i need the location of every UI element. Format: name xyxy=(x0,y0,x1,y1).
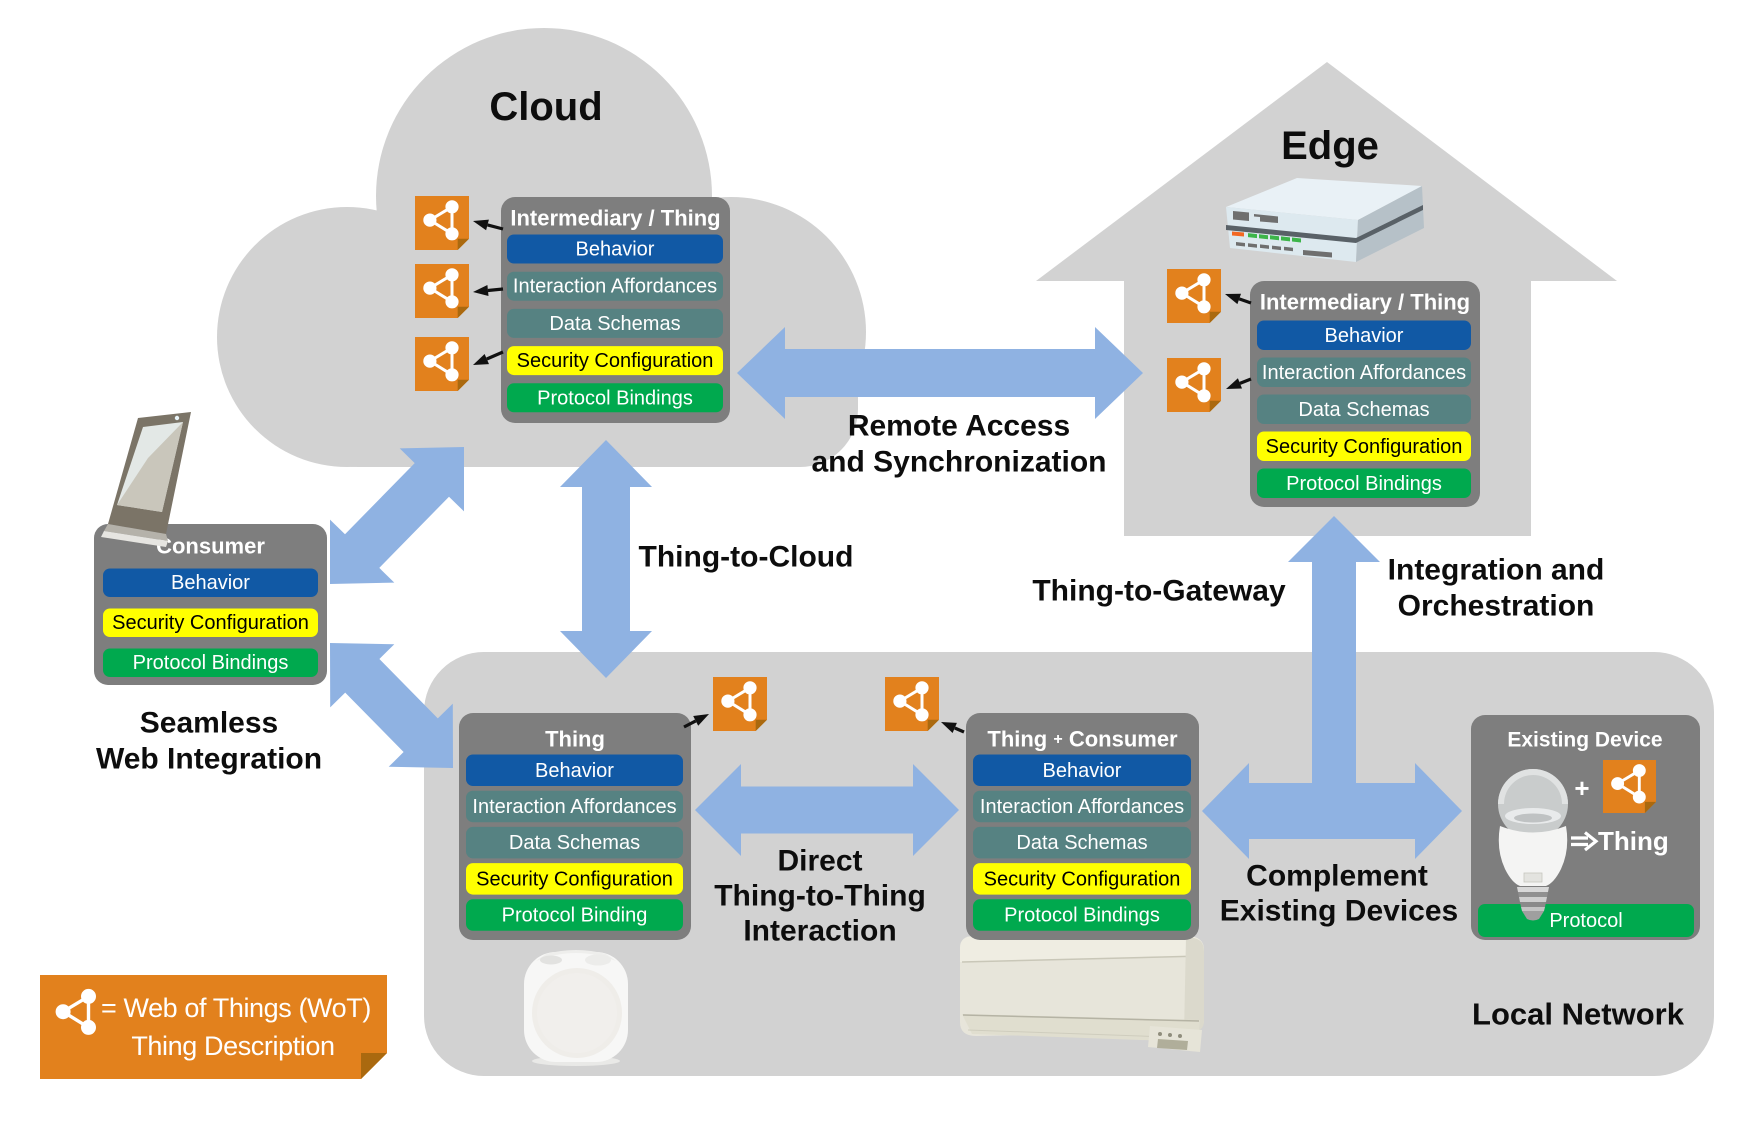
svg-text:Interaction Affordances: Interaction Affordances xyxy=(472,796,676,818)
svg-text:Edge: Edge xyxy=(1281,124,1379,168)
svg-text:+: + xyxy=(1574,773,1589,803)
svg-text:Data Schemas: Data Schemas xyxy=(509,832,640,854)
svg-text:Behavior: Behavior xyxy=(1325,325,1404,347)
svg-text:Security Configuration: Security Configuration xyxy=(984,868,1181,890)
svg-text:Consumer: Consumer xyxy=(156,534,265,559)
svg-text:Web Integration: Web Integration xyxy=(96,743,322,776)
svg-text:Protocol Bindings: Protocol Bindings xyxy=(537,387,693,409)
svg-text:Behavior: Behavior xyxy=(535,760,614,782)
svg-text:Existing Device: Existing Device xyxy=(1507,729,1662,752)
svg-text:Data Schemas: Data Schemas xyxy=(549,313,680,335)
svg-text:Security Configuration: Security Configuration xyxy=(476,868,673,890)
svg-text:Behavior: Behavior xyxy=(1043,760,1122,782)
svg-text:Local Network: Local Network xyxy=(1472,997,1685,1032)
svg-text:Security Configuration: Security Configuration xyxy=(517,350,714,372)
svg-text:Thing-to-Cloud: Thing-to-Cloud xyxy=(639,541,854,574)
svg-text:Thing-to-Gateway: Thing-to-Gateway xyxy=(1032,575,1286,608)
svg-text:Thing: Thing xyxy=(1598,826,1669,856)
svg-text:Security Configuration: Security Configuration xyxy=(1266,436,1463,458)
svg-text:Intermediary / Thing: Intermediary / Thing xyxy=(510,206,720,231)
svg-text:and Synchronization: and Synchronization xyxy=(811,446,1106,479)
svg-text:Existing Devices: Existing Devices xyxy=(1220,895,1458,928)
svg-text:Interaction: Interaction xyxy=(743,915,896,948)
svg-text:Thing + Consumer: Thing + Consumer xyxy=(987,727,1178,752)
svg-text:Behavior: Behavior xyxy=(576,239,655,261)
svg-text:Orchestration: Orchestration xyxy=(1398,590,1595,623)
svg-text:Interaction Affordances: Interaction Affordances xyxy=(980,796,1184,818)
svg-text:Integration and: Integration and xyxy=(1388,554,1605,587)
svg-text:Thing Description: Thing Description xyxy=(131,1031,334,1061)
svg-text:Cloud: Cloud xyxy=(489,85,602,129)
svg-text:Protocol Bindings: Protocol Bindings xyxy=(1004,905,1160,927)
svg-text:Direct: Direct xyxy=(777,845,862,878)
svg-text:Intermediary / Thing: Intermediary / Thing xyxy=(1260,290,1470,315)
svg-text:Protocol Binding: Protocol Binding xyxy=(502,905,648,927)
svg-text:= Web of Things (WoT): = Web of Things (WoT) xyxy=(101,993,371,1023)
svg-text:Complement: Complement xyxy=(1246,860,1428,893)
svg-text:Remote Access: Remote Access xyxy=(848,410,1070,443)
svg-text:Seamless: Seamless xyxy=(140,707,278,740)
svg-text:Protocol Bindings: Protocol Bindings xyxy=(1286,473,1442,495)
svg-text:Protocol: Protocol xyxy=(1549,910,1622,932)
svg-text:Interaction Affordances: Interaction Affordances xyxy=(513,276,717,298)
svg-text:Interaction Affordances: Interaction Affordances xyxy=(1262,362,1466,384)
svg-text:Behavior: Behavior xyxy=(171,572,250,594)
svg-text:Data Schemas: Data Schemas xyxy=(1298,399,1429,421)
svg-text:Security Configuration: Security Configuration xyxy=(112,612,309,634)
svg-text:Protocol Bindings: Protocol Bindings xyxy=(133,652,289,674)
svg-text:Data Schemas: Data Schemas xyxy=(1016,832,1147,854)
svg-text:Thing: Thing xyxy=(545,727,605,752)
svg-text:Thing-to-Thing: Thing-to-Thing xyxy=(714,880,926,913)
